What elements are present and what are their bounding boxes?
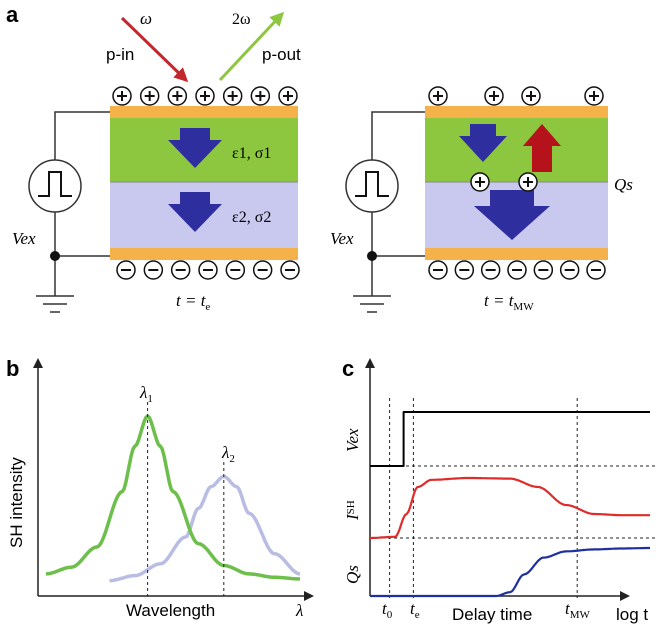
peak-2-label: λ2 bbox=[221, 443, 235, 465]
positive-charge-icon bbox=[195, 86, 215, 106]
trace-vex bbox=[370, 411, 650, 467]
top-charges bbox=[428, 86, 604, 106]
layer-1 bbox=[425, 118, 608, 182]
polarization-arrow-down bbox=[474, 190, 550, 240]
y-axis-label: SH intensity bbox=[7, 457, 26, 548]
polarization-arrow-down bbox=[168, 128, 222, 168]
source-label: Vex bbox=[12, 229, 36, 248]
incident-freq-label: ω bbox=[140, 9, 152, 28]
left-capacitor: ε1, σ1 ε2, σ2 Vex t = te bbox=[12, 86, 300, 313]
panel-a: a ω p-in 2ω p-out ε1, σ1 ε2, σ2 bbox=[6, 2, 633, 313]
spectra-plot bbox=[45, 402, 301, 596]
polarization-arrow-up bbox=[523, 124, 561, 172]
trace-qs bbox=[370, 546, 650, 598]
negative-charge-icon bbox=[559, 260, 580, 280]
negative-charge-icon bbox=[170, 260, 191, 280]
top-electrode bbox=[425, 106, 608, 118]
ish-trace-label: ISH bbox=[343, 500, 362, 521]
positive-charge-icon bbox=[584, 86, 604, 106]
qs-trace-label: Qs bbox=[343, 565, 362, 584]
positive-charge-icon bbox=[521, 86, 541, 106]
panel-c: c Vex ISH Qs t0 te Delay time tMW log t bbox=[342, 356, 656, 624]
negative-charge-icon bbox=[480, 260, 501, 280]
negative-charge-icon bbox=[280, 260, 300, 280]
trace-ish bbox=[370, 476, 650, 540]
outgoing-beam-arrow bbox=[218, 11, 285, 82]
top-charges bbox=[112, 86, 298, 106]
ground-icon bbox=[36, 295, 74, 313]
positive-charge-icon bbox=[484, 86, 504, 106]
negative-charge-icon bbox=[533, 260, 554, 280]
time-traces-plot bbox=[370, 398, 656, 598]
negative-charge-icon bbox=[586, 260, 606, 280]
positive-charge-icon bbox=[278, 86, 298, 106]
bottom-electrode bbox=[425, 248, 608, 260]
circuit-wire bbox=[371, 111, 425, 160]
positive-charge-icon bbox=[139, 86, 160, 106]
circuit-node bbox=[367, 251, 377, 261]
bottom-charges bbox=[428, 260, 606, 280]
interface-charges bbox=[470, 172, 538, 192]
negative-charge-icon bbox=[116, 260, 136, 280]
negative-charge-icon bbox=[454, 260, 475, 280]
top-electrode bbox=[110, 106, 298, 118]
time-label-left: t = te bbox=[176, 291, 210, 313]
positive-charge-icon bbox=[222, 86, 243, 106]
polarization-arrow-down bbox=[168, 192, 222, 232]
panel-b-label: b bbox=[6, 356, 19, 381]
tick-tmw: tMW bbox=[565, 599, 591, 621]
negative-charge-icon bbox=[252, 260, 273, 280]
positive-charge-icon bbox=[428, 86, 448, 106]
bottom-electrode bbox=[110, 248, 298, 260]
ground-icon bbox=[353, 295, 391, 313]
interface-charge-label: Qs bbox=[614, 175, 633, 194]
source-label: Vex bbox=[330, 229, 354, 248]
panel-c-label: c bbox=[342, 356, 354, 381]
x-axis-label: Delay time bbox=[452, 605, 532, 624]
bottom-charges bbox=[116, 260, 300, 280]
pulse-waveform-icon bbox=[355, 171, 389, 197]
negative-charge-icon bbox=[428, 260, 448, 280]
incident-beam-arrow bbox=[120, 16, 189, 83]
panel-b: b SH intensity Wavelength λ λ1 λ2 bbox=[6, 356, 314, 620]
spectrum-curve-lambda2 bbox=[109, 474, 301, 583]
spectrum-curve-lambda1 bbox=[45, 414, 301, 581]
negative-charge-icon bbox=[198, 260, 218, 280]
positive-charge-icon bbox=[250, 86, 271, 106]
incident-beam-label: p-in bbox=[106, 45, 134, 64]
x-axis-end-label: log t bbox=[616, 605, 648, 624]
vex-trace-label: Vex bbox=[343, 428, 362, 452]
negative-charge-icon bbox=[225, 260, 246, 280]
outgoing-freq-label: 2ω bbox=[232, 11, 251, 28]
tick-t0: t0 bbox=[382, 599, 393, 621]
peak-1-label: λ1 bbox=[139, 383, 153, 405]
layer-2-label: ε2, σ2 bbox=[232, 209, 271, 226]
layer-1-label: ε1, σ1 bbox=[232, 145, 271, 162]
negative-charge-icon bbox=[143, 260, 164, 280]
circuit-wire bbox=[54, 111, 110, 160]
pulse-waveform-icon bbox=[38, 171, 72, 197]
positive-charge-icon bbox=[167, 86, 188, 106]
x-axis-label: Wavelength bbox=[126, 601, 215, 620]
pulse-source-icon bbox=[345, 159, 399, 213]
time-label-right: t = tMW bbox=[484, 291, 534, 313]
panel-a-label: a bbox=[6, 2, 19, 27]
right-capacitor: Qs Vex t = tMW bbox=[330, 86, 633, 313]
tick-te: te bbox=[410, 599, 420, 621]
polarization-arrow-down bbox=[459, 124, 507, 162]
circuit-node bbox=[50, 251, 60, 261]
negative-charge-icon bbox=[507, 260, 527, 280]
outgoing-beam-label: p-out bbox=[262, 45, 301, 64]
x-axis-symbol: λ bbox=[295, 601, 303, 620]
pulse-source-icon bbox=[28, 159, 82, 213]
positive-charge-icon bbox=[470, 172, 490, 192]
positive-charge-icon bbox=[112, 86, 132, 106]
positive-charge-icon bbox=[518, 172, 538, 192]
